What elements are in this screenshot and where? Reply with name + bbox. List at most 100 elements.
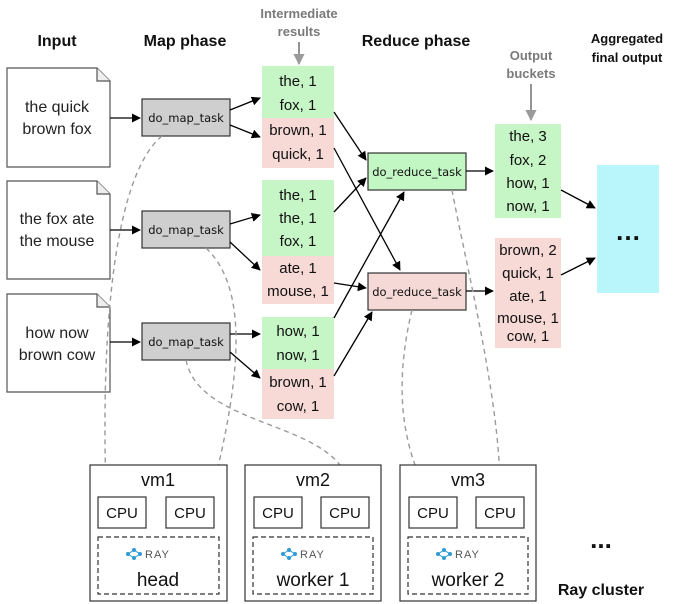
svg-text:the, 1: the, 1 — [279, 210, 317, 227]
arrow-g2-reduce1 — [333, 177, 367, 213]
arrow-output2-final — [560, 257, 596, 276]
dashed-reduce2-vm3 — [401, 309, 427, 491]
vm-1-cpu-2 — [165, 496, 215, 529]
aggregated-header-line2: final output — [592, 50, 663, 65]
arrow-map1-green — [229, 96, 261, 111]
svg-text:CPU: CPU — [329, 505, 361, 522]
vm-2-ray-runtime — [252, 536, 374, 595]
vm-2-cpu-1 — [253, 496, 303, 529]
svg-text:ate, 1: ate, 1 — [509, 288, 547, 305]
reduce-task-2-label: do_reduce_task — [372, 285, 462, 299]
svg-text:CPU: CPU — [262, 505, 294, 522]
reduce-task-2: do_reduce_task — [367, 272, 467, 311]
svg-text:cow, 1: cow, 1 — [507, 328, 550, 345]
output-buckets-header-line1: Output — [510, 48, 553, 63]
svg-text:the, 1: the, 1 — [279, 187, 317, 204]
arrow-map2-pink — [229, 241, 261, 271]
svg-text:CPU: CPU — [106, 505, 138, 522]
input-doc-2-line2: the mouse — [20, 233, 95, 250]
svg-text:fox, 1: fox, 1 — [280, 233, 317, 250]
svg-text:how, 1: how, 1 — [506, 175, 549, 192]
vm-2: vm2 CPU CPU RAY worker 1 — [244, 464, 382, 602]
document-icon — [6, 293, 111, 393]
flow-arrows — [110, 96, 596, 379]
ray-cluster-label: Ray cluster — [558, 582, 644, 599]
ray-logo-icon — [436, 548, 452, 560]
vm-2-cpu-2 — [320, 496, 370, 529]
svg-text:CPU: CPU — [174, 505, 206, 522]
document-icon — [6, 180, 111, 280]
intermediate-group-1: the, 1 fox, 1 — [262, 66, 334, 118]
reduce-task-1: do_reduce_task — [367, 152, 467, 191]
input-doc-3-line1: how now — [25, 325, 89, 342]
vm-2-role: worker 1 — [276, 570, 350, 591]
document-icon — [6, 67, 111, 168]
input-doc-2: the fox ate the mouse — [6, 180, 111, 280]
vm-3-ray-label: RAY — [455, 549, 480, 561]
input-doc-1-line2: brown fox — [22, 121, 91, 138]
intermediate-group-3: the, 1 the, 1 fox, 1 — [262, 180, 334, 256]
svg-text:CPU: CPU — [484, 505, 516, 522]
arrow-output1-final — [560, 189, 596, 209]
vm-1-ray-label: RAY — [145, 549, 170, 561]
arrow-p1-reduce2 — [333, 147, 401, 271]
vm-2-ray-label: RAY — [300, 549, 325, 561]
input-header: Input — [37, 33, 77, 50]
arrow-p2-reduce2 — [333, 282, 367, 292]
input-doc-3: how now brown cow — [6, 293, 111, 393]
svg-text:quick, 1: quick, 1 — [502, 265, 554, 282]
vm-3-cpu-1 — [408, 496, 458, 529]
vm-3-role: worker 2 — [431, 570, 505, 591]
map-task-2-label: do_map_task — [148, 223, 224, 237]
svg-text:brown, 1: brown, 1 — [269, 374, 327, 391]
intermediate-group-5: how, 1 now, 1 — [262, 317, 334, 369]
input-doc-1-line1: the quick — [25, 99, 90, 116]
svg-text:how, 1: how, 1 — [276, 323, 319, 340]
final-output-ellipsis: … — [615, 216, 641, 246]
vm-3: vm3 CPU CPU RAY worker 2 — [399, 464, 537, 602]
input-doc-2-line1: the fox ate — [20, 211, 95, 228]
svg-text:brown, 2: brown, 2 — [499, 242, 557, 259]
svg-text:the, 1: the, 1 — [279, 73, 317, 90]
dashed-map2-vm1 — [205, 247, 237, 493]
svg-text:ate, 1: ate, 1 — [279, 260, 317, 277]
svg-text:the, 3: the, 3 — [509, 128, 547, 145]
vm-1-ray-runtime — [97, 536, 220, 595]
input-doc-3-line2: brown cow — [19, 347, 96, 364]
map-task-3-label: do_map_task — [148, 335, 224, 349]
intermediate-group-6: brown, 1 cow, 1 — [262, 369, 334, 419]
final-output: … — [597, 165, 659, 293]
vm-1-cpu-1 — [97, 496, 147, 529]
vm-2-title: vm2 — [296, 470, 330, 490]
reduce-task-1-label: do_reduce_task — [372, 165, 462, 179]
vm-3-ray-runtime — [407, 536, 529, 595]
intermediate-group-2: brown, 1 quick, 1 — [262, 118, 334, 168]
map-phase-header: Map phase — [144, 33, 227, 50]
vm-1: vm1 CPU CPU RAY head — [89, 464, 228, 602]
dashed-reduce1-vm3 — [451, 189, 505, 489]
arrow-g1-reduce1 — [333, 111, 367, 161]
svg-text:fox, 1: fox, 1 — [280, 97, 317, 114]
input-doc-1: the quick brown fox — [6, 67, 111, 168]
output-bucket-2: brown, 2 quick, 1 ate, 1 mouse, 1 cow, 1 — [495, 238, 561, 348]
vm-3-title: vm3 — [451, 470, 485, 490]
vm-1-role: head — [137, 570, 179, 591]
arrow-g3-reduce1 — [333, 191, 405, 319]
ray-logo-icon — [281, 548, 297, 560]
map-task-3: do_map_task — [141, 322, 231, 361]
svg-text:mouse, 1: mouse, 1 — [267, 283, 329, 300]
cluster-ellipsis: ... — [590, 524, 612, 554]
vm-1-title: vm1 — [141, 470, 175, 490]
output-buckets-header-line2: buckets — [506, 66, 555, 81]
reduce-phase-header: Reduce phase — [362, 33, 471, 50]
arrow-map1-pink — [229, 124, 261, 139]
map-task-2: do_map_task — [141, 210, 231, 249]
intermediate-group-4: ate, 1 mouse, 1 — [262, 256, 334, 304]
arrow-map2-green — [229, 212, 261, 225]
arrow-p3-reduce2 — [333, 311, 373, 377]
svg-text:fox, 2: fox, 2 — [510, 152, 547, 169]
map-task-1-label: do_map_task — [148, 111, 224, 125]
svg-text:now, 1: now, 1 — [276, 347, 319, 364]
svg-text:mouse, 1: mouse, 1 — [497, 310, 559, 327]
